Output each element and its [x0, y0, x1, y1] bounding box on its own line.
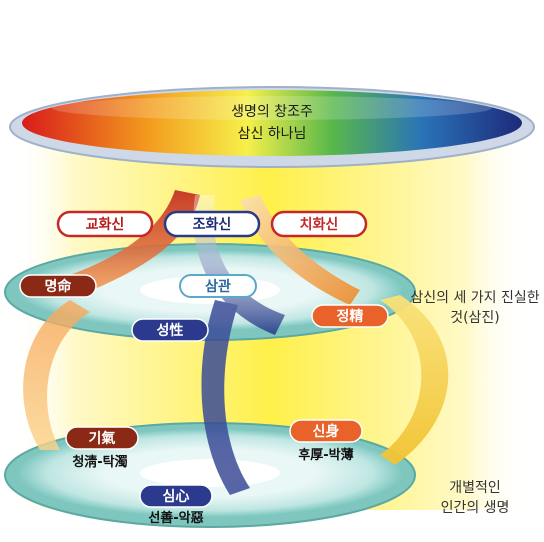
pill-jeong: 정精 — [311, 304, 389, 328]
pill-chihwasin: 치화신 — [270, 210, 368, 238]
sublabel-cheongtak: 청淸-탁濁 — [72, 454, 127, 470]
side-label-samjin-line1: 삼신의 세 가지 진실한 — [410, 290, 539, 306]
pill-samgwan: 삼관 — [179, 274, 257, 298]
sublabel-hubak: 후厚-박薄 — [298, 447, 353, 463]
pill-gyohwasin: 교화신 — [56, 210, 154, 238]
svg-text:성性: 성性 — [157, 322, 184, 339]
svg-text:정精: 정精 — [337, 308, 364, 325]
svg-text:조화신: 조화신 — [193, 217, 232, 233]
pill-myeong: 명命 — [19, 274, 97, 298]
big-yellow-arrow — [380, 295, 449, 465]
side-label-samjin-line2: 것(삼진) — [450, 310, 500, 326]
top-ellipse: 생명의 창조주 삼신 하나님 — [9, 86, 535, 168]
side-label-human-line1: 개별적인 — [449, 480, 501, 496]
svg-text:기氣: 기氣 — [89, 430, 116, 447]
svg-text:교화신: 교화신 — [86, 217, 125, 233]
orange-flow-arrow — [240, 195, 360, 305]
svg-text:심心: 심心 — [163, 489, 190, 505]
blue-flow-arrow — [193, 195, 285, 335]
svg-text:치화신: 치화신 — [300, 217, 339, 233]
svg-text:신身: 신身 — [313, 423, 340, 440]
top-title-line2: 삼신 하나님 — [238, 126, 307, 142]
pill-seong: 성性 — [131, 318, 209, 342]
pill-sin: 신身 — [289, 419, 363, 443]
svg-text:명命: 명命 — [45, 278, 73, 295]
svg-text:삼관: 삼관 — [205, 278, 231, 295]
big-blue-arrow — [201, 300, 250, 495]
pill-gi: 기氣 — [65, 426, 139, 450]
pill-sim: 심心 — [139, 484, 213, 508]
top-title-line1: 생명의 창조주 — [231, 104, 313, 120]
side-label-human-line2: 인간의 생명 — [441, 500, 510, 516]
pill-johwasin: 조화신 — [163, 210, 261, 238]
big-orange-arrow — [23, 300, 90, 450]
sublabel-seonak: 선善-악惡 — [148, 510, 203, 526]
